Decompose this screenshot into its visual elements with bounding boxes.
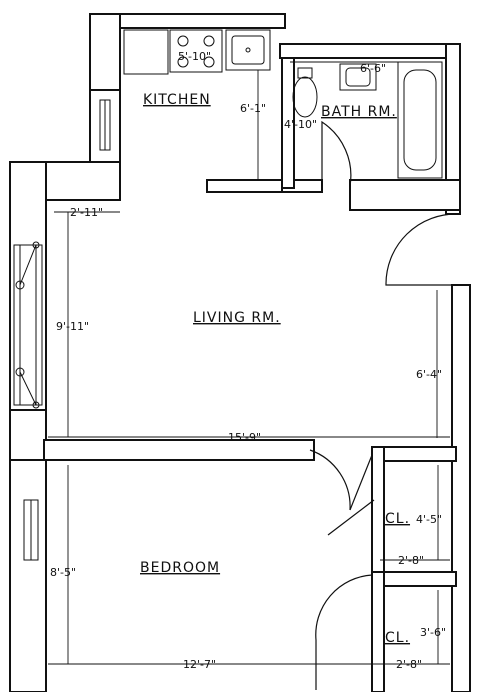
closet-1-label: CL. — [385, 511, 410, 527]
closet-2-depth-dim: 3'-6" — [420, 626, 446, 639]
doors — [309, 120, 459, 690]
living-room-label: LIVING RM. — [193, 310, 281, 326]
living-side-dim: 6'-4" — [416, 368, 442, 381]
outer-walls — [9, 13, 471, 692]
bedroom-width-dim: 12'-7" — [183, 658, 216, 671]
bath-width-dim: 6'-6" — [360, 62, 386, 75]
entry-width-dim: 2'-11" — [70, 206, 103, 219]
bedroom-label: BEDROOM — [140, 560, 220, 576]
dimension-lines — [48, 61, 450, 665]
closet-1-width-dim: 2'-8" — [398, 554, 424, 567]
closet-2-width-dim: 2'-8" — [396, 658, 422, 671]
toilet — [292, 67, 318, 118]
living-depth-dim: 9'-11" — [56, 320, 89, 333]
closet-1-depth-dim: 4'-5" — [416, 513, 442, 526]
kitchen-sink — [225, 29, 271, 71]
living-width-dim: 15'-9" — [228, 431, 261, 444]
left-windows — [13, 99, 111, 561]
closet-2-label: CL. — [385, 630, 410, 646]
bathtub — [397, 61, 443, 179]
range-width-dim: 5'-10" — [178, 50, 211, 63]
lavatory — [339, 63, 377, 91]
kitchen-label: KITCHEN — [143, 92, 211, 108]
kitchen-depth-dim: 6'-1" — [240, 102, 266, 115]
kitchen-counter — [123, 29, 169, 75]
bedroom-depth-dim: 8'-5" — [50, 566, 76, 579]
kitchen-range — [169, 29, 223, 73]
bath-label: BATH RM. — [321, 104, 397, 120]
bath-depth-dim: 4'-10" — [284, 118, 317, 131]
